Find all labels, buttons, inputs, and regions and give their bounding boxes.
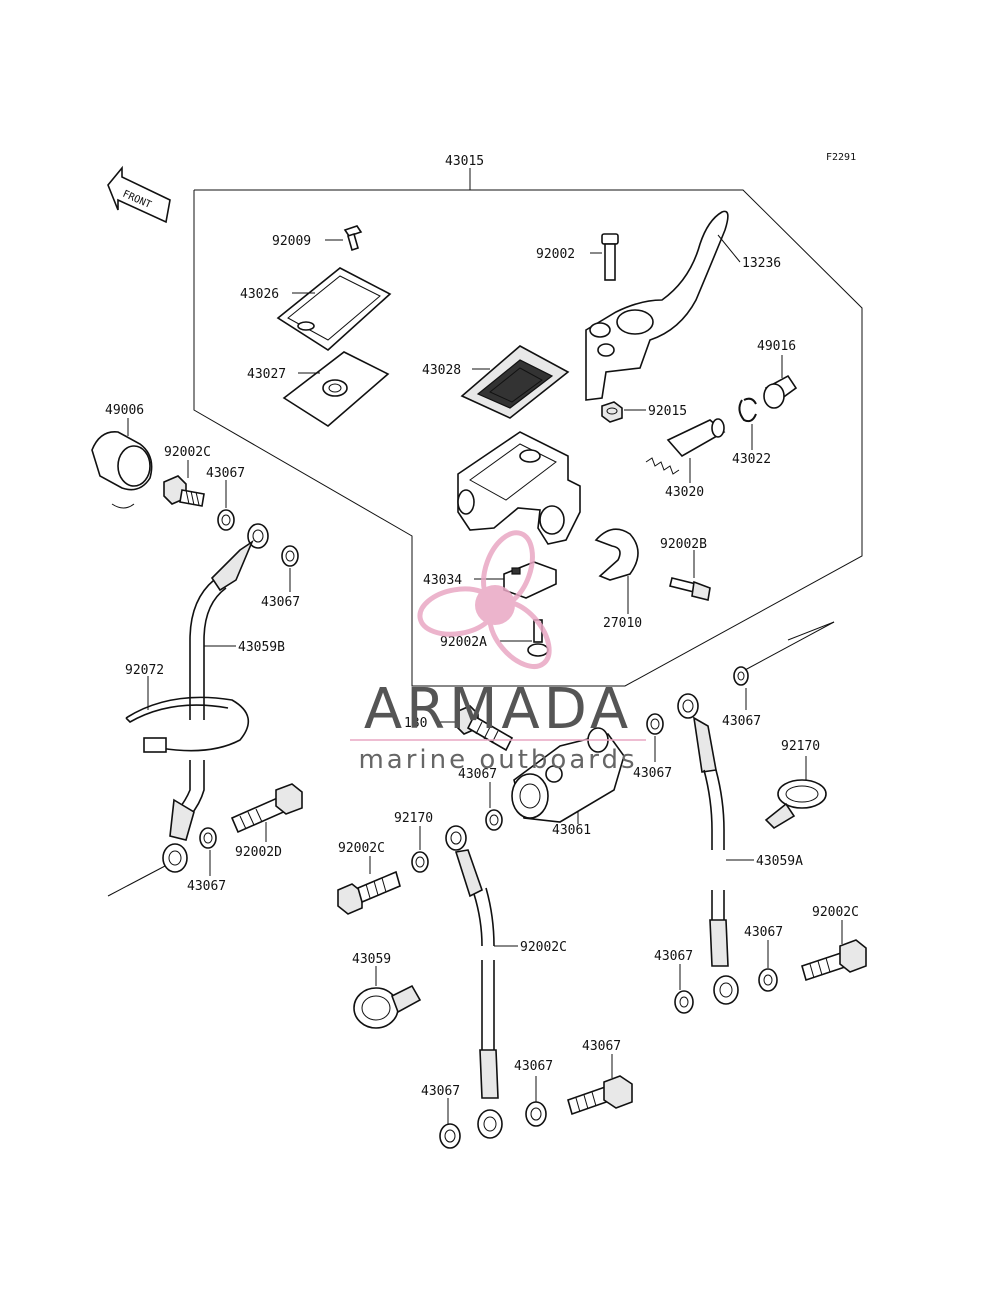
label-43028: 43028 xyxy=(422,363,461,378)
banjo-bolt-92002C-d xyxy=(567,1054,633,1116)
bolt-130 xyxy=(435,705,514,752)
banjo-bolt-92002C-b xyxy=(337,856,401,915)
label-43027: 43027 xyxy=(247,367,286,382)
bolt-92002D xyxy=(230,783,303,842)
label-43022: 43022 xyxy=(732,452,771,467)
washer-43067-i xyxy=(411,826,429,873)
screw-92009 xyxy=(325,225,363,252)
bolt-92002 xyxy=(590,233,619,281)
label-92072: 92072 xyxy=(125,663,164,678)
plate-43027 xyxy=(282,351,390,427)
lever-13236 xyxy=(585,210,729,401)
clamp-92170-a xyxy=(764,756,827,830)
label-92002C-d: 43067 xyxy=(582,1039,621,1054)
label-49016: 49016 xyxy=(757,339,796,354)
label-43059: 92002C xyxy=(520,940,567,955)
circlip-43022 xyxy=(738,397,757,450)
master-cylinder-body xyxy=(457,431,581,545)
washer-43067-a xyxy=(217,480,235,531)
label-92170-a: 92170 xyxy=(781,739,820,754)
hose-43059 xyxy=(445,825,518,1139)
cap-49006 xyxy=(91,418,153,509)
piston-43020 xyxy=(645,418,726,483)
label-43067-a: 43067 xyxy=(206,466,245,481)
label-92002A: 92002A xyxy=(440,635,487,650)
front-arrow-icon: FRONT xyxy=(107,165,171,224)
label-43026: 43026 xyxy=(240,287,279,302)
watermark-tagline: marine outboards xyxy=(358,745,637,775)
label-92002D: 92002D xyxy=(235,845,282,860)
washer-43067-g xyxy=(674,964,694,1014)
washer-43067-h xyxy=(758,940,778,992)
washer-43067-k xyxy=(525,1076,547,1127)
hose-43059B xyxy=(107,523,269,897)
label-92170-b: 43059 xyxy=(352,952,391,967)
clamp-92170-b xyxy=(353,966,422,1029)
label-43067-j: 43067 xyxy=(421,1084,460,1099)
armada-logo-icon xyxy=(417,530,552,669)
label-27010: 43034 xyxy=(423,573,462,588)
label-92002B: 92002B xyxy=(660,537,707,552)
label-43020: 43020 xyxy=(665,485,704,500)
washer-43067-c xyxy=(485,782,503,831)
label-92002: 92002 xyxy=(536,247,575,262)
label-43067-g: 43067 xyxy=(654,949,693,964)
label-43067-i: 92170 xyxy=(394,811,433,826)
label-92015: 92015 xyxy=(648,404,687,419)
band-92072 xyxy=(125,676,250,753)
washer-43067-b xyxy=(281,545,299,592)
washer-43067-d xyxy=(646,713,664,762)
clamp-43034 xyxy=(594,528,639,614)
label-43067-f: 43067 xyxy=(187,879,226,894)
label-92002C-c: 92002C xyxy=(812,905,859,920)
label-13236: 13236 xyxy=(742,256,781,271)
label-49006: 49006 xyxy=(105,403,144,418)
label-43067-e: 43067 xyxy=(722,714,761,729)
label-43067-d: 43067 xyxy=(633,766,672,781)
diaphragm-43028 xyxy=(460,345,570,419)
assembly-outline: 43015 xyxy=(193,154,863,687)
label-92002C-b: 92002C xyxy=(338,841,385,856)
hose-43059A xyxy=(677,693,754,1005)
figure-ref: F2291 xyxy=(826,152,856,163)
watermark-brand: ARMADA xyxy=(364,677,632,742)
label-43067-h: 43067 xyxy=(744,925,783,940)
washer-43067-j xyxy=(439,1098,461,1149)
boot-49016 xyxy=(763,355,798,409)
label-43067-b: 43067 xyxy=(261,595,300,610)
label-43067-c: 43067 xyxy=(458,767,497,782)
label-92002C-a: 92002C xyxy=(164,445,211,460)
label-130: 130 xyxy=(404,716,427,731)
reservoir-cap-43026 xyxy=(276,267,392,352)
washer-43067-e xyxy=(733,621,835,710)
label-43059B: 43059B xyxy=(238,640,285,655)
washer-43067-f xyxy=(199,827,217,876)
label-43034: 27010 xyxy=(603,616,642,631)
banjo-bolt-92002C-a xyxy=(163,460,205,507)
label-43061: 43061 xyxy=(552,823,591,838)
assembly-label: 43015 xyxy=(445,154,484,169)
cylinder-43061 xyxy=(511,727,625,824)
label-43067-k: 43067 xyxy=(514,1059,553,1074)
label-92009: 92009 xyxy=(272,234,311,249)
label-43059A: 43059A xyxy=(756,854,803,869)
bolt-92002B xyxy=(669,550,711,601)
nut-92015 xyxy=(601,401,646,423)
banjo-bolt-92002C-c xyxy=(801,920,867,982)
